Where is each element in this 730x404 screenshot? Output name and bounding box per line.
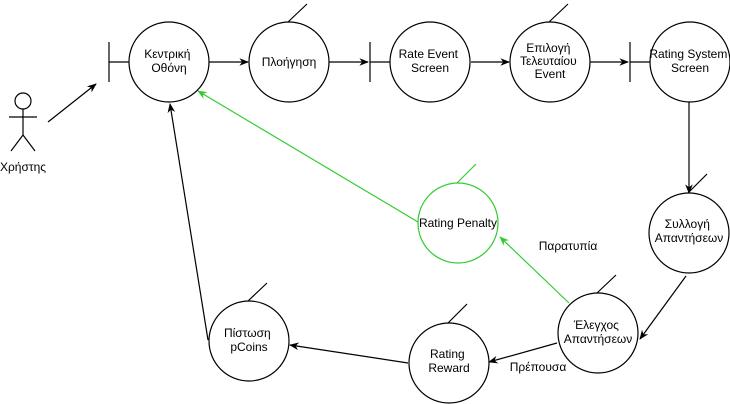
control-circle (648, 192, 730, 274)
edges (47, 58, 693, 364)
node-elegxos: Έλεγχος Απαντήσεων (557, 274, 639, 374)
edge-penalty-to-kentriki (197, 90, 419, 223)
edge-actor-to-kentriki (47, 83, 97, 123)
edge-syllogi-to-elegxos (639, 275, 687, 340)
node-rate-event-label: Rate Event Screen (399, 47, 462, 75)
node-rating-system: Rating System Screen (629, 21, 730, 103)
control-circle (557, 292, 639, 374)
node-syllogi-label: Συλλογή Απαντήσεων (655, 217, 724, 245)
node-penalty: Rating Penalty (417, 163, 499, 264)
control-arrow-mark (548, 3, 569, 23)
control-arrow-mark (447, 303, 468, 324)
control-circle (509, 21, 591, 103)
node-epilogi-label: Επιλογή Τελευταίου Event (520, 41, 580, 81)
node-rate-event: Rate Event Screen (369, 21, 471, 103)
control-arrow-mark (287, 3, 308, 23)
node-reward: Rating Reward (408, 303, 490, 404)
actor-label: Χρήστης (0, 160, 46, 174)
control-circle (248, 21, 330, 103)
node-ploigisi: Πλοήγηση (248, 3, 330, 103)
control-circle (408, 322, 490, 404)
node-rating-system-label: Rating System Screen (649, 47, 730, 75)
control-arrow-mark (247, 282, 268, 302)
edge-label-paratypia: Παρατυπία (539, 239, 598, 253)
control-arrow-mark (596, 274, 617, 294)
node-elegxos-label: Έλεγχος Απαντήσεων (564, 318, 633, 346)
control-circle (208, 300, 290, 382)
node-penalty-label: Rating Penalty (419, 216, 497, 230)
node-epilogi: Επιλογή Τελευταίου Event (509, 3, 591, 103)
control-circle (417, 182, 499, 264)
node-kentriki-label: Κεντρική Οθόνη (144, 47, 194, 75)
edge-elegxos-to-reward (488, 342, 558, 364)
edge-elegxos-to-penalty (499, 236, 570, 304)
edge-label-prepousa: Πρέπουσα (510, 360, 567, 374)
node-pistosi-label: Πίστωση pCoins (224, 326, 274, 354)
boundary-circle (389, 21, 471, 103)
node-pistosi: Πίστωση pCoins (208, 282, 290, 382)
edge-pistosi-to-kentriki (167, 103, 209, 341)
control-arrow-mark (687, 173, 708, 194)
node-syllogi: Συλλογή Απαντήσεων (648, 173, 730, 274)
node-kentriki: Κεντρική Οθόνη (108, 21, 210, 103)
node-reward-label: Rating Reward (428, 347, 469, 375)
actor-head (14, 92, 32, 110)
node-ploigisi-label: Πλοήγηση (262, 55, 317, 69)
boundary-circle (649, 21, 730, 103)
edge-reward-to-pistosi (289, 342, 409, 364)
actor-user: Χρήστης (0, 92, 46, 174)
boundary-circle (128, 21, 210, 103)
control-arrow-mark (456, 163, 477, 184)
